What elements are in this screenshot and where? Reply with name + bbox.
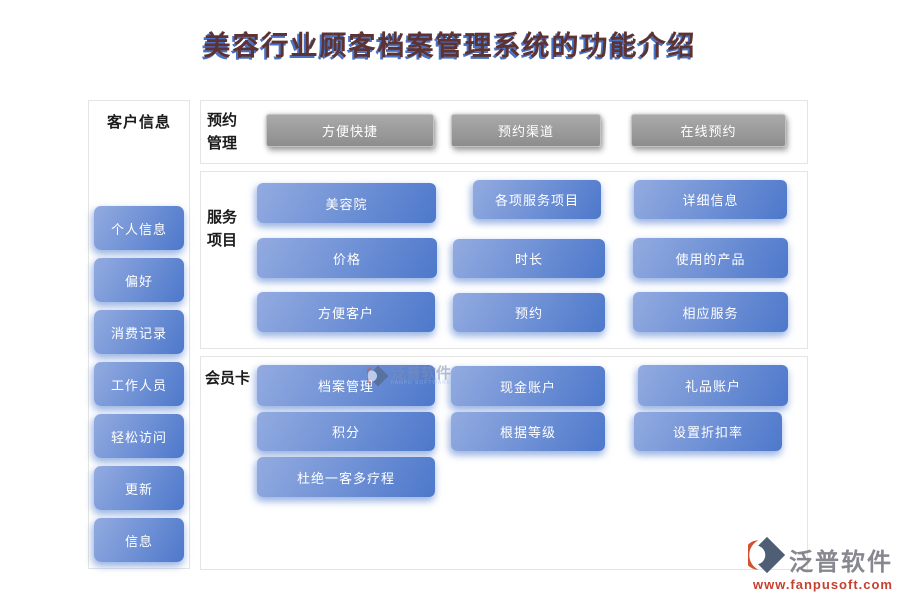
service-items-section-label: 服务 项目 (207, 209, 238, 249)
feature-products-used: 使用的产品 (633, 238, 788, 278)
feature-points: 积分 (257, 412, 435, 451)
feature-convenient-fast: 方便快捷 (266, 114, 434, 147)
feature-set-discount: 设置折扣率 (634, 412, 782, 451)
membership-card-section: 会员卡 档案管理 现金账户 礼品账户 积分 根据等级 设置折扣率 杜绝一客多疗程… (200, 356, 808, 570)
fanpu-logo-icon (748, 536, 786, 574)
feature-booking-channel: 预约渠道 (451, 114, 601, 147)
feature-preferences: 偏好 (94, 258, 184, 302)
customer-info-heading: 客户信息 (106, 114, 171, 131)
feature-cash-account: 现金账户 (451, 366, 605, 406)
appointment-section: 预约 管理 方便快捷 预约渠道 在线预约 (200, 100, 808, 164)
service-items-section: 服务 项目 美容院 各项服务项目 详细信息 价格 时长 使用的产品 方便客户 预… (200, 171, 808, 349)
feature-reservation: 预约 (453, 293, 605, 332)
vendor-url: www.fanpusoft.com (752, 577, 893, 592)
feature-gift-account: 礼品账户 (638, 365, 788, 406)
feature-file-management: 档案管理 (257, 365, 435, 406)
feature-detail-info: 详细信息 (634, 180, 787, 219)
feature-personal-info: 个人信息 (94, 206, 184, 250)
customer-info-panel: 客户信息 个人信息 偏好 消费记录 工作人员 轻松访问 更新 信息 (88, 100, 190, 569)
feature-by-level: 根据等级 (451, 412, 605, 451)
vendor-logo: 泛普软件 www.fanpusoft.com (748, 535, 893, 592)
feature-matching-service: 相应服务 (633, 292, 788, 332)
feature-customer-convenience: 方便客户 (257, 292, 435, 332)
customer-info-button-stack: 个人信息 偏好 消费记录 工作人员 轻松访问 更新 信息 (89, 206, 189, 562)
membership-section-label: 会员卡 (205, 370, 251, 387)
feature-service-items: 各项服务项目 (473, 180, 601, 219)
appointment-section-label: 预约 管理 (207, 112, 238, 152)
page-title: 美容行业顾客档案管理系统的功能介绍 (203, 31, 697, 62)
feature-beauty-salon: 美容院 (257, 183, 436, 223)
feature-price: 价格 (257, 238, 437, 278)
feature-duration: 时长 (453, 239, 605, 278)
feature-information: 信息 (94, 518, 184, 562)
feature-purchase-record: 消费记录 (94, 310, 184, 354)
feature-online-booking: 在线预约 (631, 114, 786, 147)
feature-easy-access: 轻松访问 (94, 414, 184, 458)
feature-prevent-duplicate-treatment: 杜绝一客多疗程 (257, 457, 435, 497)
feature-update: 更新 (94, 466, 184, 510)
vendor-name: 泛普软件 (789, 549, 893, 576)
feature-staff: 工作人员 (94, 362, 184, 406)
